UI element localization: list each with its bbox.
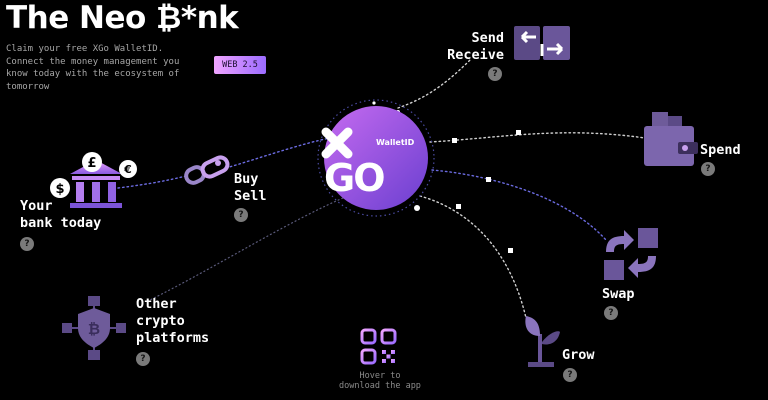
wallet-icon[interactable] <box>644 112 698 170</box>
send-receive-help-icon[interactable]: ? <box>488 67 502 81</box>
swap-label: Swap <box>602 286 635 302</box>
qr-download-hint: Hover to download the app <box>339 371 421 391</box>
buy-sell-label: Buy Sell <box>234 171 267 204</box>
svg-text:€: € <box>123 163 132 176</box>
plant-icon[interactable] <box>522 312 560 368</box>
send-receive-label: Send Receive <box>447 30 504 63</box>
buy-sell-help-icon[interactable]: ? <box>234 208 248 222</box>
spend-help-icon[interactable]: ? <box>701 162 715 176</box>
grow-help-icon[interactable]: ? <box>563 368 577 382</box>
bank-label: Your bank today <box>20 198 102 231</box>
crypto-help-icon[interactable]: ? <box>136 352 150 366</box>
xgo-logo-icon <box>321 106 428 210</box>
hub-logo-text: GO <box>324 156 385 200</box>
tagline: Claim your free XGo WalletID. Connect th… <box>6 44 180 92</box>
page-title: The Neo ₿*nk <box>6 0 239 36</box>
chain-link-icon[interactable] <box>184 154 234 186</box>
swap-help-icon[interactable]: ? <box>604 306 618 320</box>
qr-code-icon[interactable] <box>360 328 398 366</box>
bitcoin-shield-icon[interactable]: ₿ <box>62 296 126 362</box>
grow-label: Grow <box>562 347 595 363</box>
spend-label: Spend <box>700 142 741 158</box>
bank-node[interactable]: $ £ € Your bank today ? <box>20 150 146 262</box>
bank-icon: $ £ € <box>50 152 137 208</box>
svg-text:£: £ <box>87 156 96 171</box>
swap-icon[interactable] <box>602 228 660 282</box>
bank-help-icon[interactable]: ? <box>20 237 34 251</box>
arrows-exchange-icon[interactable] <box>514 26 570 62</box>
hub-label: WalletID <box>376 138 415 147</box>
crypto-platforms-label: Other crypto platforms <box>136 296 210 346</box>
svg-text:₿: ₿ <box>88 320 100 338</box>
svg-text:$: $ <box>55 182 64 197</box>
walletid-hub[interactable]: WalletID GO <box>318 100 434 216</box>
web-version-badge[interactable]: WEB 2.5 <box>214 56 266 74</box>
